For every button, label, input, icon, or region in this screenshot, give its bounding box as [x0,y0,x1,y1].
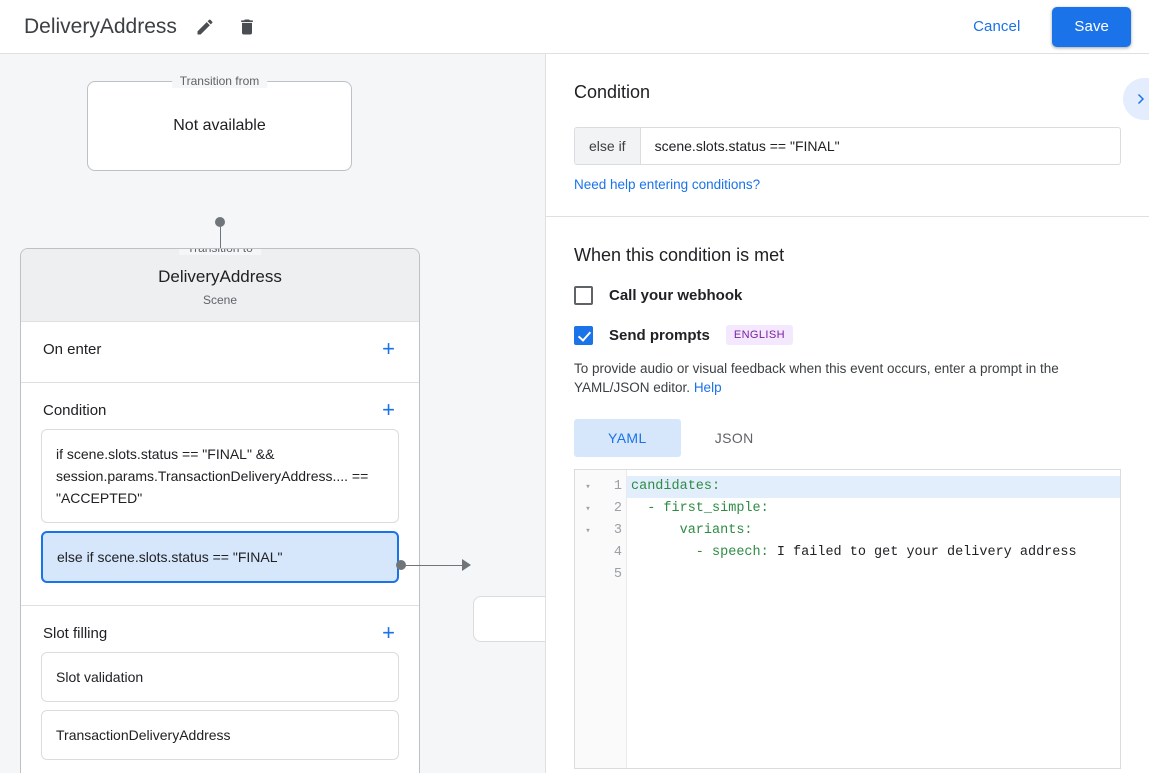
editor-code-key: candidates: [631,479,721,494]
editor-line-number: 1 [613,479,622,494]
prompts-description-text: To provide audio or visual feedback when… [574,361,1059,395]
connector-line-vertical [219,222,221,264]
editor-line-number: 5 [613,567,622,582]
section-on-enter-header: On enter + [21,322,419,368]
transition-target-node[interactable] [473,596,545,642]
plus-icon-condition[interactable]: + [382,397,395,422]
panel-divider [545,54,546,773]
editor-code-key: - first_simple: [631,501,769,516]
condition-connector-arrow [462,559,471,571]
editor-fold-toggle[interactable] [575,564,601,586]
pencil-icon[interactable] [191,13,219,41]
send-prompts-label: Send prompts [609,326,710,344]
page-title: DeliveryAddress [24,14,177,38]
condition-connector-line [404,564,466,566]
top-app-bar: DeliveryAddress Cancel Save [0,0,1149,54]
tab-json[interactable]: JSON [714,430,754,446]
editor-fold-toggle[interactable]: ▾ [585,504,591,514]
editor-fold-toggle[interactable]: ▾ [585,482,591,492]
webhook-row[interactable]: Call your webhook [574,286,1121,305]
transition-to-subtitle: Scene [202,293,238,307]
prompt-code-editor[interactable]: ▾ ▾ ▾ 1 2 3 4 5 candidates: - first_simple: va… [574,469,1121,769]
editor-line-number: 3 [613,523,622,538]
tab-yaml[interactable]: YAML [574,419,681,457]
webhook-checkbox[interactable] [574,286,593,305]
editor-line-numbers: 1 2 3 4 5 [601,470,627,768]
transition-to-legend: Transition to [179,249,261,255]
prompts-description: To provide audio or visual feedback when… [574,359,1121,397]
editor-code-key: - speech: [631,545,769,560]
editor-code-line[interactable] [627,564,1120,586]
chevron-right-icon[interactable] [1123,78,1149,120]
section-slot-filling-header: Slot filling + [21,606,419,652]
section-condition-header: Condition + [21,383,419,429]
condition-prefix-label: else if [575,128,641,164]
editor-code-area[interactable]: candidates: - first_simple: variants: - … [627,470,1120,768]
section-condition-label: Condition [43,401,107,419]
editor-code-key: variants: [631,523,753,538]
plus-icon-on-enter[interactable]: + [382,336,395,361]
editor-code-key [631,567,639,582]
condition-section: Condition else if Need help entering con… [546,54,1149,217]
cancel-button[interactable]: Cancel [959,10,1034,43]
editor-code-line[interactable]: - first_simple: [627,498,1120,520]
editor-fold-toggle[interactable] [575,542,601,564]
send-prompts-checkbox[interactable] [574,325,593,345]
section-on-enter-label: On enter [43,340,102,358]
trash-icon[interactable] [233,13,261,41]
editor-line-number: 2 [613,501,622,516]
editor-line-number: 4 [613,545,622,560]
plus-icon-slot-filling[interactable]: + [382,620,395,645]
condition-help-link[interactable]: Need help entering conditions? [574,177,761,192]
pencil-icon-glyph [197,18,213,34]
webhook-label: Call your webhook [609,287,743,304]
editor-fold-toggle[interactable]: ▾ [585,526,591,536]
section-on-enter: On enter + [21,322,419,383]
editor-code-line[interactable]: candidates: [627,476,1120,498]
transition-to-header: DeliveryAddress Scene [21,249,419,322]
prompts-help-link[interactable]: Help [693,380,722,395]
save-button[interactable]: Save [1052,6,1131,47]
condition-expression-row: else if [574,127,1121,165]
transition-from-legend: Transition from [171,74,268,88]
transition-to-node: Transition to DeliveryAddress Scene On e… [20,248,420,773]
scene-graph-panel: Transition from Not available Transition… [0,54,545,773]
condition-expression-input[interactable] [640,128,1120,164]
editor-code-line[interactable]: variants: [627,520,1120,542]
condition-connector-dot [396,560,406,570]
chevron-right-icon-glyph [1137,93,1145,105]
transition-to-title: DeliveryAddress [158,267,282,286]
section-slot-filling-label: Slot filling [43,624,108,642]
when-condition-met-heading: When this condition is met [574,245,785,265]
slot-filling-item[interactable]: Slot validation [41,652,399,702]
transition-from-value: Not available [173,117,266,134]
when-condition-met-section: When this condition is met Call your web… [546,217,1149,773]
editor-fold-gutter[interactable]: ▾ ▾ ▾ [575,470,601,768]
section-slot-filling: Slot filling + Slot validation Transacti… [21,606,419,773]
language-badge: ENGLISH [725,325,793,345]
condition-item[interactable]: if scene.slots.status == "FINAL" && sess… [41,429,399,523]
slot-filling-item[interactable]: TransactionDeliveryAddress [41,710,399,760]
send-prompts-row[interactable]: Send prompts ENGLISH [574,325,1121,345]
condition-heading: Condition [574,82,651,102]
section-condition: Condition + if scene.slots.status == "FI… [21,383,419,606]
condition-item-selected[interactable]: else if scene.slots.status == "FINAL" [41,531,399,583]
trash-icon-glyph [241,19,253,34]
topbar-actions: Cancel Save [959,6,1149,47]
condition-detail-panel: Condition else if Need help entering con… [546,54,1149,773]
editor-format-tabs: YAML JSON [574,419,1121,457]
editor-code-line[interactable]: - speech: I failed to get your delivery … [627,542,1120,564]
transition-from-node[interactable]: Transition from Not available [87,74,352,171]
editor-code-value: I failed to get your delivery address [768,545,1077,560]
